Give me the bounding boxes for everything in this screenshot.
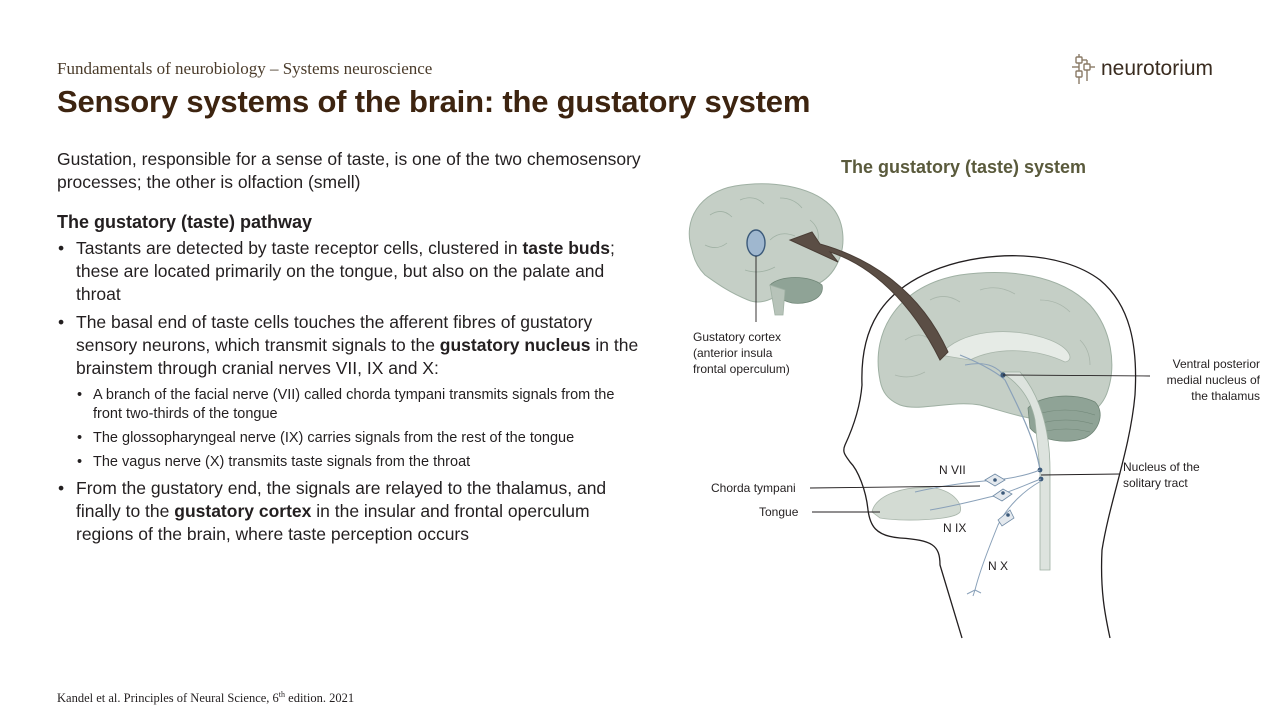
leader-nts: [1040, 473, 1121, 476]
ganglion-ix: [992, 488, 1013, 502]
lateral-brainstem: [769, 284, 786, 316]
label-line: frontal operculum): [693, 362, 790, 376]
label-line: solitary tract: [1123, 476, 1188, 490]
leader-chorda: [809, 485, 981, 489]
citation-footer: Kandel et al. Principles of Neural Scien…: [57, 690, 354, 706]
neuron-logo-icon: [1072, 54, 1095, 84]
gustatory-cortex-highlight: [746, 229, 766, 257]
bullet-text: From the gustatory end, the signals are …: [76, 478, 607, 521]
bullet-bold-term: gustatory nucleus: [439, 335, 591, 355]
tongue: [871, 487, 962, 521]
label-line: Gustatory cortex: [693, 330, 782, 344]
bullet-bold-term: taste buds: [522, 238, 611, 258]
label-line: (anterior insula: [693, 346, 773, 360]
neurotorium-logo: neurotorium: [1070, 53, 1213, 85]
bullet-bold-term: gustatory cortex: [174, 501, 312, 521]
sub-bullet-facial-nerve: A branch of the facial nerve (VII) calle…: [76, 386, 642, 424]
deck-subtitle: Fundamentals of neurobiology – Systems n…: [57, 59, 433, 78]
bullet-text: Tastants are detected by taste receptor …: [76, 238, 523, 258]
label-line: Ventral posterior: [1172, 357, 1260, 371]
slide-body: Gustation, responsible for a sense of ta…: [57, 148, 642, 551]
label-chorda-tympani: Chorda tympani: [711, 481, 796, 495]
label-tongue: Tongue: [759, 505, 799, 519]
corpus-callosum: [939, 331, 1071, 363]
bullet-taste-buds: Tastants are detected by taste receptor …: [57, 237, 642, 306]
projection-arrow: [788, 231, 949, 361]
intro-paragraph: Gustation, responsible for a sense of ta…: [57, 149, 641, 192]
bullet-text: in the insular and frontal operculum reg…: [76, 501, 590, 544]
bullet-gustatory-nucleus: The basal end of taste cells touches the…: [57, 311, 642, 472]
label-line: medial nucleus of: [1166, 373, 1260, 387]
slide-title: Sensory systems of the brain: the gustat…: [57, 84, 811, 119]
label-gustatory-cortex: Gustatory cortex (anterior insula fronta…: [693, 329, 790, 377]
label-nerve-ix: N IX: [943, 521, 967, 535]
label-nerve-x: N X: [988, 559, 1009, 573]
pathway-heading: The gustatory (taste) pathway: [57, 212, 313, 232]
citation-text: edition. 2021: [285, 691, 355, 706]
label-nucleus-solitary-tract: Nucleus of the solitary tract: [1123, 459, 1200, 491]
bullet-text: ; these are located primarily on the ton…: [76, 238, 615, 304]
label-nerve-vii: N VII: [939, 463, 966, 477]
sub-bullet-glossopharyngeal-nerve: The glossopharyngeal nerve (IX) carries …: [76, 429, 642, 448]
leader-vpm: [1002, 374, 1151, 377]
citation-superscript: th: [278, 690, 286, 699]
sub-bullet-vagus-nerve: The vagus nerve (X) transmits taste sign…: [76, 453, 642, 472]
label-vpm-thalamus: Ventral posterior medial nucleus of the …: [1140, 356, 1260, 404]
ganglion-x: [997, 509, 1015, 527]
thalamic-pathway: [959, 354, 1041, 471]
label-line: the thalamus: [1191, 389, 1260, 403]
brainstem: [999, 371, 1051, 571]
label-line: Nucleus of the: [1123, 460, 1200, 474]
bullet-gustatory-cortex: From the gustatory end, the signals are …: [57, 477, 642, 546]
nerve-x: [974, 480, 1042, 591]
citation-text: Kandel et al. Principles of Neural Scien…: [57, 691, 279, 706]
figure-title: The gustatory (taste) system: [841, 157, 1087, 177]
pathway-bullet-list: Tastants are detected by taste receptor …: [57, 237, 642, 546]
bullet-text: The basal end of taste cells touches the…: [76, 312, 593, 355]
cranial-nerve-sublist: A branch of the facial nerve (VII) calle…: [76, 386, 642, 472]
bullet-text: in the brainstem through cranial nerves …: [76, 335, 639, 378]
logo-wordmark: neurotorium: [1101, 57, 1214, 80]
